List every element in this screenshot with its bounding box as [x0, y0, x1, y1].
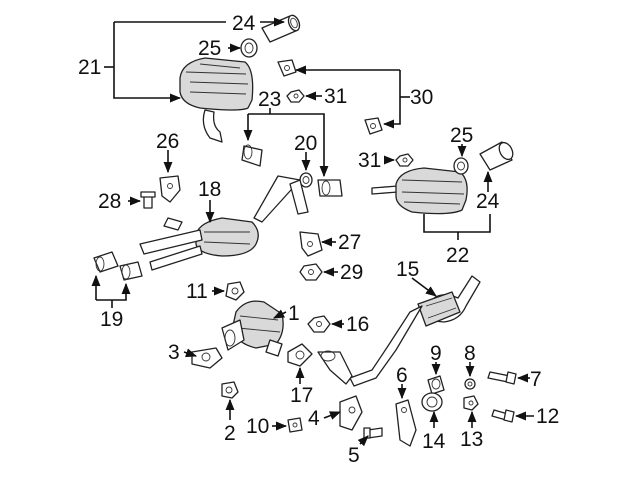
- bolt-7: [487, 371, 517, 385]
- callout-19: 19: [100, 308, 123, 331]
- hanger-26: [159, 175, 181, 203]
- part-11-mount: [225, 281, 245, 301]
- callout-25-right: 25: [450, 124, 473, 147]
- callout-18: 18: [198, 178, 221, 201]
- callout-10: 10: [246, 415, 269, 438]
- callout-22: 22: [446, 244, 469, 267]
- leader-lines: [91, 17, 534, 447]
- callout-27: 27: [338, 231, 361, 254]
- nut-right: [395, 153, 414, 167]
- callout-20: 20: [294, 132, 317, 155]
- bolt-12: [491, 409, 515, 423]
- callout-13: 13: [460, 428, 483, 451]
- hanger-bracket-right: [364, 117, 383, 135]
- bolt-10: [287, 417, 303, 433]
- catalytic-converter-1: [221, 300, 284, 357]
- hanger-6: [395, 399, 417, 447]
- callout-30: 30: [410, 86, 433, 109]
- callout-8: 8: [464, 342, 476, 365]
- callout-24-right: 24: [476, 190, 500, 213]
- callout-28: 28: [98, 190, 121, 213]
- callout-29: 29: [340, 261, 363, 284]
- callout-1: 1: [288, 302, 300, 325]
- exhaust-tip-upper: [261, 14, 301, 43]
- callout-23: 23: [258, 88, 281, 111]
- rear-muffler-left: [179, 57, 254, 143]
- callout-9: 9: [430, 342, 442, 365]
- callout-25-top: 25: [198, 37, 221, 60]
- bracket-27: [299, 231, 323, 257]
- clamp-19-left: [93, 251, 119, 273]
- nut-29: [299, 263, 323, 281]
- nut-16: [307, 315, 331, 333]
- connector-pipe-right: [317, 179, 343, 197]
- isolator-9: [427, 375, 445, 395]
- callout-31-top: 31: [324, 85, 347, 108]
- nut-upper: [286, 89, 305, 103]
- clamp-right: [453, 157, 469, 175]
- washer-8: [464, 378, 476, 390]
- callout-16: 16: [346, 313, 369, 336]
- callout-7: 7: [530, 368, 542, 391]
- callout-31-right: 31: [358, 149, 381, 172]
- part-2-mount: [221, 381, 239, 399]
- catalytic-converter-15: [349, 275, 481, 387]
- bracket-4: [339, 395, 363, 431]
- gasket-17: [287, 343, 313, 367]
- exhaust-tip-right: [479, 141, 514, 171]
- callout-4: 4: [308, 407, 320, 430]
- connector-pipe-left: [241, 144, 263, 167]
- callout-12: 12: [536, 405, 559, 428]
- isolator-14: [421, 392, 443, 412]
- callout-numbers: 24 25 21 30 31 23 20 26 28 18 31 25 24 2…: [78, 12, 559, 467]
- flange-pipe: [317, 350, 353, 385]
- callout-21: 21: [78, 56, 101, 79]
- hanger-bracket-upper: [277, 59, 297, 77]
- callout-3: 3: [168, 341, 180, 364]
- callout-2: 2: [224, 422, 236, 445]
- callout-26: 26: [156, 130, 179, 153]
- callout-15: 15: [396, 258, 419, 281]
- rear-muffler-right: [371, 167, 468, 215]
- callout-24-top: 24: [232, 12, 256, 35]
- callout-11: 11: [186, 280, 208, 303]
- gasket-3: [191, 347, 223, 369]
- intermediate-pipe-resonator: [139, 175, 309, 271]
- callout-14: 14: [422, 430, 446, 453]
- bolt-28: [140, 191, 156, 209]
- clamp-upper: [240, 38, 258, 58]
- callout-5: 5: [348, 444, 360, 467]
- nut-13: [463, 395, 479, 411]
- callout-6: 6: [396, 364, 408, 387]
- callout-17: 17: [290, 384, 313, 407]
- clamp-19-right: [119, 261, 143, 281]
